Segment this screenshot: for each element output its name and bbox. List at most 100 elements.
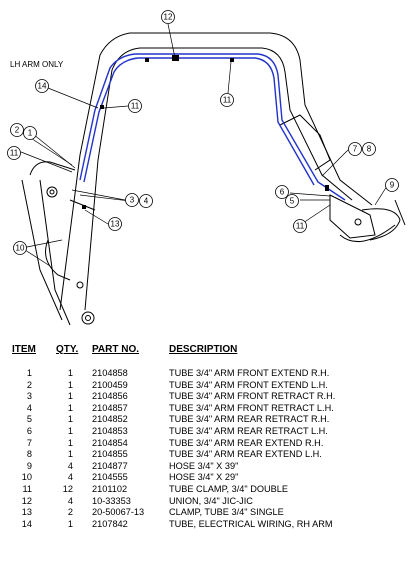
callout-11: 11 <box>7 146 21 160</box>
leader-lines <box>19 23 388 267</box>
part-no-cell: 2104555 <box>92 472 128 483</box>
part-no-cell: 2104858 <box>92 368 128 378</box>
item-cell: 10 <box>21 472 32 483</box>
part-no-cell: 2104856 <box>92 391 128 402</box>
svg-text:4: 4 <box>144 197 149 206</box>
table-row: 7 1 2104854 TUBE 3/4" ARM REAR EXTEND R.H. <box>0 438 419 449</box>
description-cell: TUBE 3/4" ARM REAR EXTEND R.H. <box>169 437 324 448</box>
qty-cell: 1 <box>67 368 73 378</box>
description-cell: TUBE 3/4" ARM FRONT RETRACT R.H. <box>169 391 336 402</box>
description-cell: TUBE CLAMP, 3/4" DOUBLE <box>169 484 288 494</box>
header-part-no: PART NO. <box>92 344 140 355</box>
table-row: 2 1 2100459 TUBE 3/4" ARM FRONT EXTEND L.H. <box>0 380 419 391</box>
header-description: DESCRIPTION <box>169 344 238 355</box>
part-no-cell: 2104854 <box>92 437 128 448</box>
table-row: 10 4 2104555 HOSE 3/4" X 29" <box>0 472 419 483</box>
arm-outline <box>21 32 406 326</box>
arm-tubing-diagram: LH ARM ONLY 12 14 11 11 2 1 11 3 4 13 10… <box>7 10 406 326</box>
table-row: 5 1 2104852 TUBE 3/4" ARM REAR RETRACT R.H. <box>0 414 419 425</box>
qty-cell: 1 <box>67 402 73 413</box>
callout-11: 11 <box>220 93 234 107</box>
item-cell: 12 <box>21 495 32 506</box>
svg-text:10: 10 <box>16 244 25 253</box>
item-cell: 5 <box>26 414 32 425</box>
qty-cell: 4 <box>67 472 73 483</box>
hydraulic-tubes-blue <box>79 53 346 201</box>
item-cell: 11 <box>22 484 32 494</box>
description-cell: TUBE, ELECTRICAL WIRING, RH ARM <box>169 518 333 529</box>
description-cell: CLAMP, TUBE 3/4" SINGLE <box>169 507 284 518</box>
part-no-cell: 2104857 <box>92 402 128 413</box>
qty-cell: 1 <box>67 391 73 402</box>
table-row: 4 1 2104857 TUBE 3/4" ARM FRONT RETRACT L.H… <box>0 403 419 414</box>
part-no-cell: 2104855 <box>92 449 128 460</box>
svg-text:3: 3 <box>130 196 135 205</box>
item-cell: 6 <box>26 426 32 436</box>
qty-cell: 1 <box>67 449 73 460</box>
item-cell: 2 <box>26 379 32 390</box>
item-cell: 3 <box>26 391 32 402</box>
callout-3: 3 <box>125 193 139 207</box>
description-cell: TUBE 3/4" ARM FRONT EXTEND L.H. <box>169 379 328 390</box>
qty-cell: 1 <box>67 379 73 390</box>
callout-5: 5 <box>285 194 299 208</box>
tube-clamps <box>82 55 329 209</box>
part-no-cell: 2101102 <box>92 484 128 494</box>
description-cell: UNION, 3/4" JIC-JIC <box>169 495 253 506</box>
description-cell: HOSE 3/4" X 29" <box>169 472 239 483</box>
callout-7: 7 <box>348 142 362 156</box>
part-no-cell: 2104853 <box>92 426 128 436</box>
callout-2: 2 <box>10 123 24 137</box>
svg-text:9: 9 <box>390 181 395 190</box>
callout-11: 11 <box>128 99 142 113</box>
item-cell: 7 <box>26 437 32 448</box>
qty-cell: 4 <box>67 495 73 506</box>
svg-text:2: 2 <box>15 126 20 135</box>
item-cell: 8 <box>26 449 32 460</box>
svg-text:11: 11 <box>131 102 140 111</box>
table-row: 13 2 20-50067-13 CLAMP, TUBE 3/4" SINGLE <box>0 507 419 518</box>
svg-text:7: 7 <box>353 145 358 154</box>
svg-text:1: 1 <box>28 129 33 138</box>
callout-11: 11 <box>293 219 307 233</box>
callout-14: 14 <box>35 79 49 93</box>
callout-6: 6 <box>275 185 289 199</box>
qty-cell: 4 <box>67 460 73 471</box>
description-cell: TUBE 3/4" ARM FRONT RETRACT L.H. <box>169 402 334 413</box>
qty-cell: 1 <box>67 437 73 448</box>
callouts: 12 14 11 11 2 1 11 3 4 13 10 7 8 6 5 11 … <box>7 10 399 255</box>
callout-13: 13 <box>108 217 122 231</box>
callout-4: 4 <box>139 194 153 208</box>
part-no-cell: 2104852 <box>92 414 128 425</box>
callout-8: 8 <box>362 142 376 156</box>
part-no-cell: 2107842 <box>92 518 128 529</box>
description-cell: TUBE 3/4" ARM REAR RETRACT R.H. <box>169 414 330 425</box>
svg-text:13: 13 <box>111 220 120 229</box>
header-qty: QTY. <box>56 344 79 355</box>
item-cell: 13 <box>21 507 32 518</box>
svg-text:5: 5 <box>290 197 295 206</box>
svg-text:11: 11 <box>223 96 232 105</box>
item-cell: 4 <box>26 402 32 413</box>
svg-text:14: 14 <box>38 82 47 91</box>
callout-1: 1 <box>23 126 37 140</box>
item-cell: 14 <box>21 518 32 529</box>
qty-cell: 2 <box>67 507 73 518</box>
part-no-cell: 20-50067-13 <box>92 507 145 518</box>
lh-arm-only-note: LH ARM ONLY <box>10 60 64 69</box>
svg-text:11: 11 <box>296 222 305 231</box>
callout-10: 10 <box>13 241 27 255</box>
description-cell: HOSE 3/4" X 39" <box>169 460 239 471</box>
item-cell: 9 <box>26 460 32 471</box>
part-no-cell: 2100459 <box>92 379 128 390</box>
header-item: ITEM <box>12 344 36 355</box>
qty-cell: 12 <box>62 484 73 494</box>
table-row: 3 1 2104856 TUBE 3/4" ARM FRONT RETRACT R.H… <box>0 391 419 402</box>
qty-cell: 1 <box>67 414 73 425</box>
svg-text:11: 11 <box>10 149 19 158</box>
description-cell: TUBE 3/4" ARM FRONT EXTEND R.H. <box>169 368 330 378</box>
